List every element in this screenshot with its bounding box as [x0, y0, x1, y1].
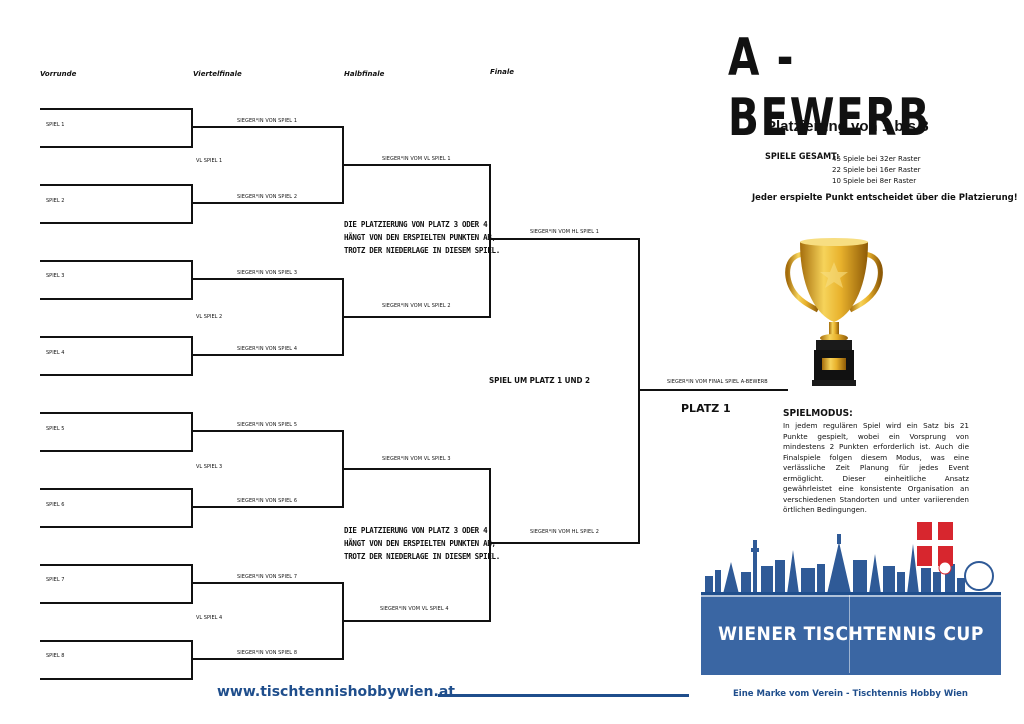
placement-note-top: DIE PLATZIERUNG VON PLATZ 3 ODER 4 HÄNGT…	[344, 218, 500, 257]
game-label: SPIEL 1	[46, 122, 65, 128]
qf-winner-label: SIEGER*IN VON SPIEL 8	[237, 650, 298, 656]
note-line: HÄNGT VON DEN ERSPIELTEN PUNKTEN AB,	[344, 539, 496, 548]
sf-winner-label: SIEGER*IN VOM VL SPIEL 3	[382, 456, 451, 462]
sf-winner-label: SIEGER*IN VOM VL SPIEL 4	[380, 606, 449, 612]
game-label: SPIEL 5	[46, 426, 65, 432]
game-label: SPIEL 2	[46, 198, 65, 204]
qf-winner-label: SIEGER*IN VON SPIEL 6	[237, 498, 298, 504]
every-point-note: Jeder erspielte Punkt entscheidet über d…	[752, 193, 1018, 203]
logo-text: WIENER TISCHTENNIS CUP	[718, 623, 984, 645]
games-total-line: 45 Spiele bei 32er Raster	[832, 155, 921, 163]
place-1-label: PLATZ 1	[681, 402, 731, 415]
note-line: DIE PLATZIERUNG VON PLATZ 3 ODER 4	[344, 526, 488, 535]
note-line: TROTZ DER NIEDERLAGE IN DIESEM SPIEL.	[344, 552, 500, 561]
round-header-finale: Finale	[490, 68, 515, 76]
note-line: DIE PLATZIERUNG VON PLATZ 3 ODER 4	[344, 220, 488, 229]
qf-winner-label: SIEGER*IN VON SPIEL 2	[237, 194, 298, 200]
page-title: A - BEWERB	[728, 28, 931, 148]
qf-winner-label: SIEGER*IN VON SPIEL 1	[237, 118, 298, 124]
cup-logo: WIENER TISCHTENNIS CUP	[701, 520, 1001, 675]
qf-winner-label: SIEGER*IN VON SPIEL 7	[237, 574, 298, 580]
games-total-line: 10 Spiele bei 8er Raster	[832, 177, 917, 185]
vl-game-label: VL SPIEL 4	[196, 615, 223, 621]
sf-winner-label: SIEGER*IN VOM VL SPIEL 2	[382, 303, 451, 309]
page-subtitle: Platzierung von 1 bis 8	[766, 118, 929, 135]
game-label: SPIEL 3	[46, 273, 65, 279]
round-header-vorrunde: Vorrunde	[40, 70, 77, 78]
note-line: HÄNGT VON DEN ERSPIELTEN PUNKTEN AB,	[344, 233, 496, 242]
games-total-list: 45 Spiele bei 32er Raster 22 Spiele bei …	[832, 154, 921, 187]
game-label: SPIEL 6	[46, 502, 65, 508]
game-label: SPIEL 7	[46, 577, 65, 583]
round-header-halbfinale: Halbfinale	[344, 70, 385, 78]
vienna-skyline-icon	[705, 522, 994, 594]
final-winner-label: SIEGER*IN VOM HL SPIEL 1	[530, 229, 599, 235]
game-label: SPIEL 8	[46, 653, 65, 659]
footer-divider	[438, 694, 689, 697]
champion-label: SIEGER*IN VOM FINAL SPIEL A-BEWERB	[667, 379, 768, 385]
brand-tagline: Eine Marke vom Verein - Tischtennis Hobb…	[733, 689, 968, 699]
qf-winner-label: SIEGER*IN VON SPIEL 4	[237, 346, 298, 352]
round-header-viertelfinale: Viertelfinale	[193, 70, 242, 78]
note-line: TROTZ DER NIEDERLAGE IN DIESEM SPIEL.	[344, 246, 500, 255]
logo-banner: WIENER TISCHTENNIS CUP	[701, 592, 1001, 675]
game-label: SPIEL 4	[46, 350, 65, 356]
final-winner-label: SIEGER*IN VOM HL SPIEL 2	[530, 529, 599, 535]
sf-winner-label: SIEGER*IN VOM VL SPIEL 1	[382, 156, 451, 162]
mode-description: In jedem regulären Spiel wird ein Satz b…	[783, 421, 969, 514]
trophy-icon	[785, 238, 883, 386]
final-game-label: SPIEL UM PLATZ 1 UND 2	[489, 376, 590, 385]
games-total-line: 22 Spiele bei 16er Raster	[832, 166, 921, 174]
vl-game-label: VL SPIEL 2	[196, 314, 223, 320]
mode-title: SPIELMODUS:	[783, 408, 853, 419]
qf-winner-label: SIEGER*IN VON SPIEL 3	[237, 270, 298, 276]
vl-game-label: VL SPIEL 1	[196, 158, 223, 164]
qf-winner-label: SIEGER*IN VON SPIEL 5	[237, 422, 298, 428]
website-link[interactable]: www.tischtennishobbywien.at	[217, 684, 455, 700]
placement-note-bottom: DIE PLATZIERUNG VON PLATZ 3 ODER 4 HÄNGT…	[344, 524, 500, 563]
games-total-label: SPIELE GESAMT:	[765, 152, 840, 162]
vl-game-label: VL SPIEL 3	[196, 464, 223, 470]
